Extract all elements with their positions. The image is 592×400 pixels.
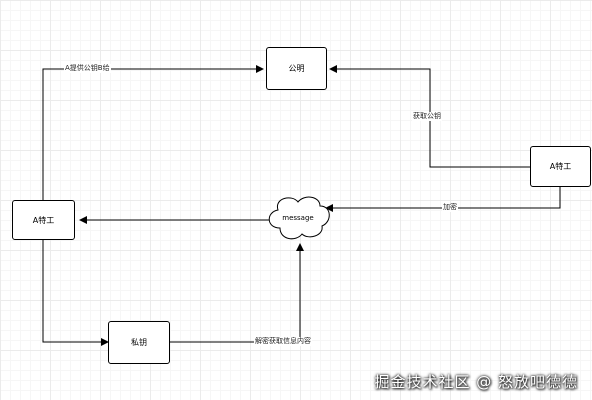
edge-label-a-gives-public-key: A提供公钥B给 <box>64 64 111 73</box>
right-agent-box: A特工 <box>530 146 591 187</box>
edge-label-decrypt: 解密获取信息内容 <box>254 337 312 346</box>
public-key-label: 公明 <box>288 64 305 73</box>
public-key-box: 公明 <box>266 47 327 90</box>
right-agent-label: A特工 <box>549 162 572 171</box>
edge-a-to-private-key <box>42 240 109 346</box>
private-key-box: 私钥 <box>108 321 170 364</box>
message-label: message <box>282 214 314 222</box>
message-cloud-shape <box>268 196 330 240</box>
edge-label-get-public-key: 获取公钥 <box>412 112 442 121</box>
left-agent-label: A特工 <box>32 215 55 225</box>
edge-label-encrypt: 加密 <box>442 203 458 212</box>
edge-encrypt-to-message <box>325 187 561 212</box>
edge-private-key-to-message <box>170 243 304 343</box>
watermark: 掘金技术社区 @ 怒放吧德德 <box>374 373 578 391</box>
edge-a-to-public-key <box>42 65 264 200</box>
private-key-label: 私钥 <box>131 338 147 347</box>
left-agent-box: A特工 <box>12 200 75 240</box>
